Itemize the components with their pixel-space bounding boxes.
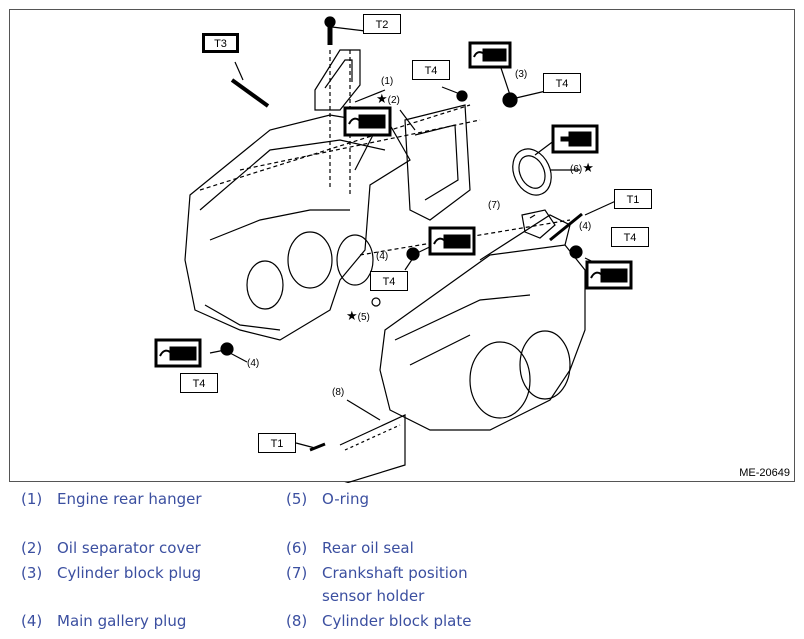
legend-number: (2) (21, 539, 43, 557)
right-block-half (379, 244, 586, 431)
engine-block-diagram: T2 T3 T4 T4 T1 T4 T4 T4 T1 (1) ★(2) (3) … (9, 9, 795, 483)
callout-4-right: (4) (579, 221, 592, 232)
legend-number: (1) (21, 490, 43, 508)
t1-bolt-right (549, 212, 583, 242)
legend-label: Cylinder block plug (57, 564, 202, 582)
callout-5: ★(5) (346, 308, 370, 323)
left-block-half (184, 114, 411, 341)
main-gallery-plug-left (220, 342, 234, 356)
torque-label-t4-top: T4 (412, 60, 450, 80)
t1-bolt-bottom (309, 442, 326, 452)
callout-6: (6)★ (570, 160, 594, 175)
callout-1: (1) (381, 76, 394, 87)
main-gallery-plug-center (406, 247, 420, 261)
legend-number: (7) (286, 564, 308, 582)
torque-label-t4-left: T4 (180, 373, 218, 393)
star-mark: ★ (346, 308, 358, 323)
figure-id: ME-20649 (739, 467, 790, 479)
rear-oil-seal (512, 148, 552, 196)
cylinder-block-plug (502, 92, 518, 108)
legend-label: Cylinder block plate (322, 612, 472, 630)
cylinder-block-plate (339, 414, 406, 483)
legend-number: (4) (21, 612, 43, 630)
crank-sensor-holder (521, 209, 556, 239)
torque-label-t4-right: T4 (611, 227, 649, 247)
sealant-icons (154, 41, 633, 368)
legend-label: O-ring (322, 490, 369, 508)
torque-label-t4-plug: T4 (543, 73, 581, 93)
legend-number: (3) (21, 564, 43, 582)
legend-label: Main gallery plug (57, 612, 187, 630)
o-ring (371, 297, 381, 307)
torque-label-t1-bottom: T1 (258, 433, 296, 453)
torque-label-t4-center: T4 (370, 271, 408, 291)
callout-7: (7) (488, 200, 501, 211)
legend-label: Engine rear hanger (57, 490, 202, 508)
t3-bolt (230, 78, 270, 108)
legend-number: (8) (286, 612, 308, 630)
legend-label: Crankshaft position sensor holder (322, 564, 468, 605)
callout-4-center: (4) (376, 251, 389, 262)
oil-separator-cover (404, 104, 471, 221)
torque-label-t2: T2 (363, 14, 401, 34)
callout-8: (8) (332, 387, 345, 398)
star-mark: ★ (376, 91, 388, 106)
diagram-drawing (154, 16, 633, 483)
parts-legend: (1) Engine rear hanger (2) Oil separator… (0, 488, 804, 639)
legend-label: Rear oil seal (322, 539, 414, 557)
callout-2: ★(2) (376, 91, 400, 106)
legend-label: Oil separator cover (57, 539, 201, 557)
callout-3: (3) (515, 69, 528, 80)
t4-plug-top (456, 90, 468, 102)
torque-label-t3: T3 (202, 33, 239, 53)
torque-label-t1-right: T1 (614, 189, 652, 209)
callout-4-left: (4) (247, 358, 260, 369)
legend-number: (6) (286, 539, 308, 557)
legend-number: (5) (286, 490, 308, 508)
star-mark: ★ (582, 160, 594, 175)
engine-rear-hanger (314, 49, 361, 111)
